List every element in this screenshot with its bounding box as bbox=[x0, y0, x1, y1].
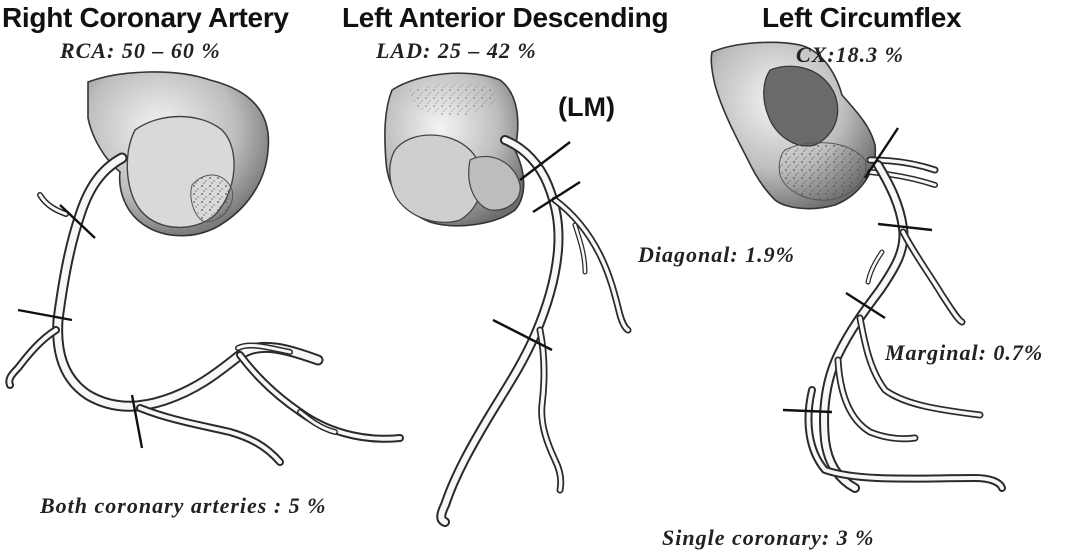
rca-title: Right Coronary Artery bbox=[2, 2, 289, 33]
lad-segment-markers bbox=[492, 141, 581, 352]
cx-vessel bbox=[804, 156, 1006, 493]
cx-title: Left Circumflex bbox=[762, 2, 962, 33]
lad-heart bbox=[384, 72, 525, 227]
both-coronary-label: Both coronary arteries : 5 % bbox=[40, 493, 327, 518]
lad-title: Left Anterior Descending bbox=[342, 2, 669, 33]
left-main-label: (LM) bbox=[558, 92, 615, 122]
lad-percentage: LAD: 25 – 42 % bbox=[376, 38, 537, 63]
rca-percentage: RCA: 50 – 60 % bbox=[60, 38, 221, 63]
cx-segment-markers bbox=[782, 127, 933, 414]
rca-heart bbox=[87, 71, 270, 237]
cx-heart bbox=[710, 41, 877, 210]
rca-segment-markers bbox=[17, 204, 144, 449]
rca-vessel bbox=[5, 152, 404, 466]
diagonal-label: Diagonal: 1.9% bbox=[638, 242, 795, 267]
single-coronary-label: Single coronary: 3 % bbox=[662, 525, 875, 550]
lad-vessel bbox=[436, 135, 632, 527]
marginal-label: Marginal: 0.7% bbox=[885, 340, 1044, 365]
cx-percentage: CX:18.3 % bbox=[796, 42, 904, 67]
